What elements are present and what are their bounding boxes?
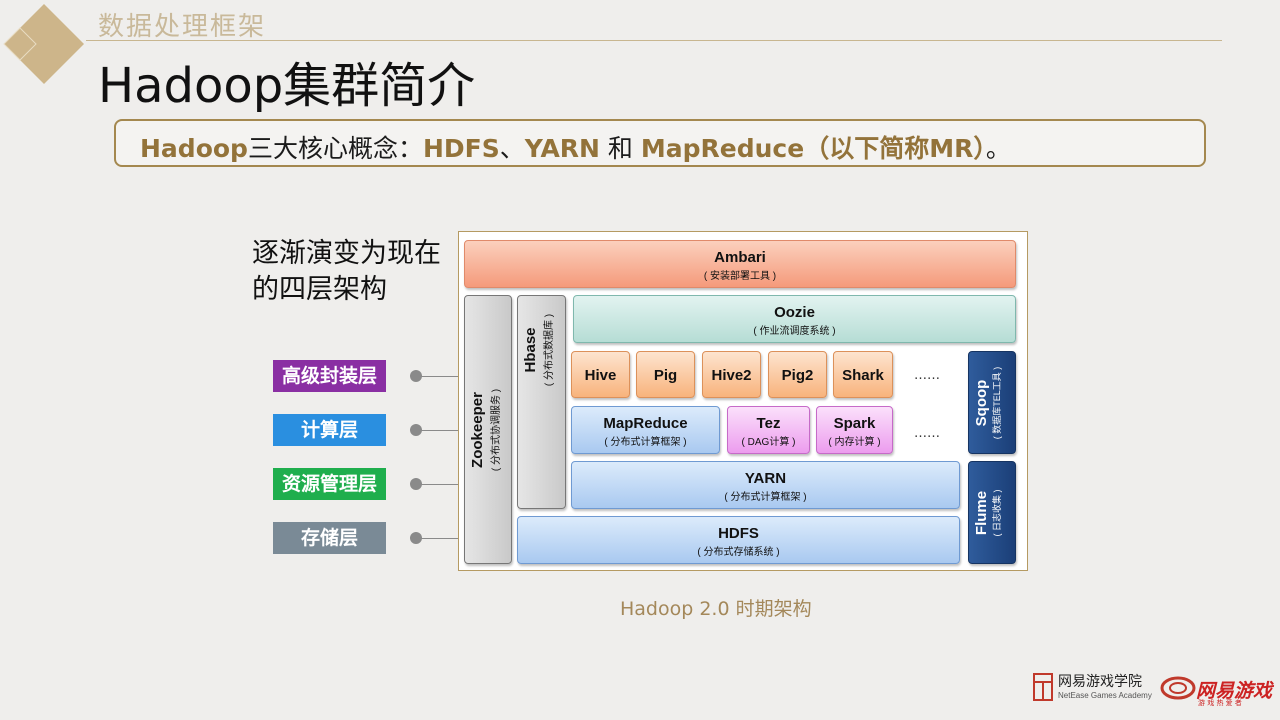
section-title: 数据处理框架 [98, 12, 267, 42]
connector-dot [410, 370, 422, 382]
tez-sub: ( DAG计算 ) [741, 437, 796, 448]
sqoop-title: Sqoop [973, 379, 990, 427]
concept-hadoop: Hadoop [140, 134, 248, 163]
evolution-description: 逐渐演变为现在的四层架构 [252, 238, 441, 305]
hive-title: Hive [584, 367, 617, 384]
page-title: Hadoop集群简介 [98, 58, 476, 114]
hive2-block: Hive2 [702, 351, 761, 398]
layer-label-encapsulation: 高级封装层 [273, 360, 386, 392]
zookeeper-title: Zookeeper [469, 392, 486, 468]
flume-block: Flume ( 日志收集 ) [968, 461, 1016, 564]
concept-text: Hadoop三大核心概念：HDFS、YARN 和 MapReduce（以下简称M… [140, 129, 1011, 165]
academy-name-en: NetEase Games Academy [1058, 691, 1152, 700]
spark-title: Spark [833, 415, 876, 432]
tez-title: Tez [756, 415, 781, 432]
oozie-sub: ( 作业流调度系统 ) [753, 326, 836, 337]
flume-title: Flume [973, 490, 990, 536]
pig-title: Pig [653, 367, 678, 384]
layer-label-resource: 资源管理层 [273, 468, 386, 500]
ambari-sub: ( 安装部署工具 ) [703, 271, 777, 282]
hadoop-architecture-diagram: Ambari ( 安装部署工具 ) Zookeeper ( 分布式协调服务 ) … [458, 231, 1028, 571]
pig2-title: Pig2 [781, 367, 814, 384]
netease-games-logo-icon [1160, 676, 1196, 700]
hdfs-title: HDFS [718, 525, 759, 542]
netease-games-name: 网易游戏 [1196, 680, 1273, 702]
flume-sub: ( 日志收集 ) [992, 489, 1002, 537]
concept-and: 和 [599, 134, 641, 163]
sqoop-label: Sqoop ( 数据库TEL工具 ) [973, 353, 1013, 453]
tez-block: Tez ( DAG计算 ) [727, 406, 810, 454]
hbase-sub: ( 分布式数据库 ) [544, 313, 555, 387]
spark-sub: ( 内存计算 ) [828, 437, 881, 448]
connector-dot [410, 478, 422, 490]
hive2-title: Hive2 [711, 367, 752, 384]
hive-block: Hive [571, 351, 630, 398]
hbase-block: Hbase ( 分布式数据库 ) [517, 295, 566, 509]
concept-sep: 、 [499, 134, 525, 163]
ambari-title: Ambari [714, 249, 766, 266]
header-divider [86, 40, 1222, 41]
shark-title: Shark [842, 367, 884, 384]
spark-block: Spark ( 内存计算 ) [816, 406, 893, 454]
mapreduce-title: MapReduce [603, 415, 688, 432]
oozie-title: Oozie [774, 304, 815, 321]
pig2-block: Pig2 [768, 351, 827, 398]
corner-diamond-ornament [3, 4, 84, 84]
ambari-block: Ambari ( 安装部署工具 ) [464, 240, 1016, 288]
mapreduce-sub: ( 分布式计算框架 ) [604, 437, 687, 448]
mapreduce-block: MapReduce ( 分布式计算框架 ) [571, 406, 720, 454]
yarn-sub: ( 分布式计算框架 ) [724, 492, 807, 503]
sqoop-sub: ( 数据库TEL工具 ) [992, 366, 1002, 440]
hdfs-block: HDFS ( 分布式存储系统 ) [517, 516, 960, 564]
netease-games-slogan: 游 戏 热 爱 者 [1198, 699, 1242, 707]
zookeeper-label: Zookeeper ( 分布式协调服务 ) [469, 310, 509, 550]
diagram-caption: Hadoop 2.0 时期架构 [620, 598, 812, 620]
yarn-title: YARN [744, 470, 787, 487]
zookeeper-block: Zookeeper ( 分布式协调服务 ) [464, 295, 512, 564]
concept-end: 。 [985, 134, 1011, 163]
ellipsis-tools: …… [914, 368, 940, 383]
flume-label: Flume ( 日志收集 ) [973, 463, 1013, 563]
layer-label-compute: 计算层 [273, 414, 386, 446]
layer-label-storage: 存储层 [273, 522, 386, 554]
pig-block: Pig [636, 351, 695, 398]
concept-hdfs: HDFS [422, 134, 500, 163]
connector-dot [410, 424, 422, 436]
concept-yarn: YARN [524, 134, 600, 163]
connector-dot [410, 532, 422, 544]
oozie-block: Oozie ( 作业流调度系统 ) [573, 295, 1016, 343]
yarn-block: YARN ( 分布式计算框架 ) [571, 461, 960, 509]
zookeeper-sub: ( 分布式协调服务 ) [491, 388, 502, 472]
hdfs-sub: ( 分布式存储系统 ) [697, 547, 780, 558]
concept-mr: MapReduce（以下简称MR） [640, 134, 986, 163]
academy-name: 网易游戏学院 [1058, 674, 1142, 690]
hbase-label: Hbase ( 分布式数据库 ) [522, 270, 562, 430]
concept-text1: 三大核心概念： [247, 134, 423, 163]
ellipsis-compute: …… [914, 426, 940, 441]
hbase-title: Hbase [522, 327, 539, 373]
academy-logo-icon [1033, 673, 1053, 701]
shark-block: Shark [833, 351, 893, 398]
sqoop-block: Sqoop ( 数据库TEL工具 ) [968, 351, 1016, 454]
concept-callout: Hadoop三大核心概念：HDFS、YARN 和 MapReduce（以下简称M… [114, 119, 1206, 167]
